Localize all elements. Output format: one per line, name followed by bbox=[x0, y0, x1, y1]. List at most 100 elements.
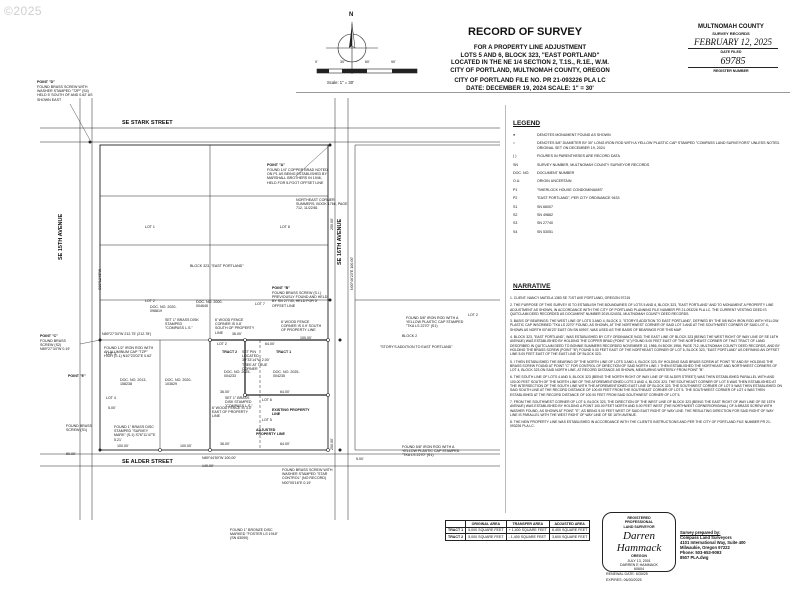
area-cell: TRACT 1 bbox=[444, 526, 467, 534]
legend-title: LEGEND bbox=[513, 120, 541, 127]
block-2-label: BLOCK 2 bbox=[402, 334, 418, 338]
dim-label: 250.00' bbox=[330, 218, 334, 230]
street-stark: SE STARK STREET bbox=[122, 120, 173, 126]
found-brass-south-note: FOUND BRASS SCREW (S1) bbox=[66, 424, 92, 433]
dim-label: 140.00' bbox=[202, 464, 214, 468]
found-screw-note: FOUND 1" BRASS DISC STAMPED "SURVEY MARK… bbox=[114, 425, 156, 442]
point-e-label: POINT "E" bbox=[68, 374, 86, 378]
doc-no: DOC. NO. 2020-103629 bbox=[165, 378, 192, 387]
area-cell: 5,000 SQUARE FEET bbox=[465, 533, 507, 541]
watermark: ©2025 bbox=[4, 4, 43, 18]
street-15th: SE 15TH AVENUE bbox=[58, 213, 64, 260]
dim-label: 5.00' bbox=[356, 457, 364, 461]
dim-label: 36.00' bbox=[220, 442, 230, 446]
legend-item: ●DENOTES MONUMENT FOUND AS SHOWN bbox=[513, 133, 611, 137]
dim-label: 5.00' bbox=[108, 406, 116, 410]
point-a-label: POINT "A" bbox=[267, 163, 285, 167]
lot-4-label: LOT 4 bbox=[106, 396, 116, 400]
point-c-note: FOUND BRASS SCREW (S2) N89°27'34"W 0.19' bbox=[40, 339, 71, 352]
narrative-item: 7. FROM THE SOUTHWEST CORNER OF LOT 6, B… bbox=[510, 399, 776, 417]
north-label: N bbox=[349, 12, 354, 18]
found-rod-south-note: FOUND 5/8" IRON ROD WITH A YELLOW PLASTI… bbox=[402, 445, 460, 458]
doc-no: DOC. NO. 2025-004235 bbox=[273, 370, 300, 379]
area-cell: 3,600 SQUARE FEET bbox=[548, 533, 591, 541]
scale-tick-30: 30' bbox=[340, 60, 345, 64]
point-b-label: POINT "B" bbox=[272, 286, 290, 290]
area-header: TRANSFER AREA bbox=[505, 520, 551, 528]
file-line: CITY OF PORTLAND FILE NO. PR 21-093226 P… bbox=[454, 77, 606, 85]
fence-note: 6' WOOD FENCE CORNER IS 0.8' SOUTH OF PR… bbox=[215, 318, 255, 335]
dim-label: N89°44'50"W 100.00' bbox=[202, 456, 237, 460]
found-screw-south-note: FOUND BRASS SCREW WITH WASHER STAMPED "S… bbox=[282, 468, 333, 485]
stamp-name: DARREN E HAMMACK bbox=[620, 563, 658, 568]
legend-item: P1"SHERLOCK HOUSE CONDOMINIUMS" bbox=[513, 187, 604, 192]
scale-tick-60: 60' bbox=[365, 60, 370, 64]
dim-label: S00°12'45"W bbox=[98, 268, 102, 290]
stamp-line: LAND SURVEYOR bbox=[623, 524, 655, 529]
north-arrow: N bbox=[322, 12, 382, 78]
found-iron-note: FOUND 1/2" IRON ROD WITH AN ALUMINUM CAP… bbox=[104, 346, 154, 359]
narrative-item: 5. I THEN ESTABLISHED THE BEARING OF THE… bbox=[510, 359, 778, 373]
scale-tick-0: 0' bbox=[315, 60, 318, 64]
date-filed-label: DATE FILED bbox=[720, 50, 742, 54]
narrative-title: NARRATIVE bbox=[513, 283, 551, 290]
adjusted-line-label: ADJUSTED PROPERTY LINE bbox=[256, 428, 285, 437]
ne-corner-note: NORTHEAST CORNER SUMMERS, BOOK 1766, PAG… bbox=[296, 198, 348, 211]
table-row: TRACT 2 5,000 SQUARE FEET - 1,400 SQUARE… bbox=[444, 533, 591, 541]
lot-2-east-b: LOT 2 bbox=[468, 313, 478, 317]
legend-item: ○DENOTES 5/8" DIAMETER BY 30" LONG IRON … bbox=[513, 141, 781, 150]
county-name: MULTNOMAH COUNTY bbox=[698, 24, 764, 30]
narrative-item: 3. BASIS OF BEARINGS: THE WEST LINE OF L… bbox=[510, 319, 779, 332]
lot-5-label: LOT 5 bbox=[262, 418, 272, 422]
lot-2-label: LOT 2 bbox=[145, 299, 155, 303]
stamp-number: 60604 bbox=[634, 567, 644, 572]
prepared-city: Milwaukie, Oregon 97222 bbox=[680, 545, 730, 550]
register-label: REGISTER NUMBER bbox=[713, 69, 749, 73]
scale-tick-90: 90' bbox=[391, 60, 396, 64]
subtitle-line: LOCATED IN THE NE 1/4 SECTION 2, T.1S., … bbox=[450, 59, 609, 67]
point-a-note: FOUND 1/4" COPPER BRAD NOTED ON P1 AS BE… bbox=[267, 168, 328, 185]
narrative-item: 4. BLOCK 323, "EAST PORTLAND", WAS ESTAB… bbox=[510, 335, 780, 357]
point-d-note: FOUND BRASS SCREW WITH WASHER STAMPED "T… bbox=[37, 85, 93, 102]
existing-line-label: EXISTING PROPERTY LINE bbox=[272, 408, 310, 417]
bearing-label: N89°27'34"W 212.75' (212.78') bbox=[102, 332, 152, 336]
lot-2-east: LOT 2 bbox=[217, 342, 227, 346]
dim-label: 64.00' bbox=[265, 342, 275, 346]
fence-note-2: 6' WOOD FENCE CORNER IS 0.9' SOUTH OF PR… bbox=[281, 320, 322, 333]
fence-note-3: 6' WOOD FENCE IS 3.0' EAST OF PROPERTY L… bbox=[212, 406, 252, 419]
prepared-heading: Survey prepared by: bbox=[680, 530, 721, 535]
dim-label: 36.00' bbox=[220, 390, 230, 394]
narrative: 1. CLIENT: NANCY MATELA 1383 SE 71ST AVE… bbox=[510, 296, 782, 432]
prepared-company: Compass Land Surveyors bbox=[680, 535, 732, 540]
street-alder: SE ALDER STREET bbox=[122, 459, 173, 465]
expires-date: EXPIRES: 06/30/2025 bbox=[606, 578, 642, 582]
stamp-line: PROFESSIONAL bbox=[624, 520, 654, 525]
found-brad-note: FOUND 1" BRONZE DISC MARKED "FOSTER LS 1… bbox=[230, 528, 278, 541]
street-16th: SE 16TH AVENUE bbox=[337, 218, 343, 265]
scale-label: Scale: 1" = 30' bbox=[327, 80, 354, 85]
doc-no: DOC. NO. 2013-158238 bbox=[120, 378, 147, 387]
date-line: DATE: DECEMBER 19, 2024 SCALE: 1" = 30' bbox=[466, 84, 594, 92]
legend-item: O.U.ORIGIN UNCERTAIN bbox=[513, 179, 572, 184]
survey-subtitle: FOR A PROPERTY LINE ADJUSTMENT LOTS 5 AN… bbox=[400, 44, 660, 93]
narrative-item: 6. THE SOUTH LINE OF LOTS 4 AND 5, BLOCK… bbox=[510, 375, 782, 397]
doc-no: DOC. NO. 2025-004233 bbox=[224, 370, 251, 379]
scale-bar: 0' 30' 60' 90' Scale: 1" = 30' bbox=[315, 60, 425, 90]
doc-no: DOC. NO. 2020-098819 bbox=[150, 305, 177, 314]
point-d-label: POINT "D" bbox=[37, 80, 55, 84]
area-cell: + 1,400 SQUARE FEET bbox=[505, 526, 551, 534]
prepared-address: 4101 International Way, Suite 400 bbox=[680, 540, 746, 545]
area-table: ORIGINAL AREA TRANSFER AREA ADJUSTED ARE… bbox=[444, 520, 591, 541]
found-rod-east-note: FOUND 5/8" IRON ROD WITH A YELLOW PLASTI… bbox=[406, 316, 464, 329]
storys-label: "STORY'S ADDITION TO EAST PORTLAND" bbox=[380, 345, 453, 349]
stamp-date: JULY 13, 2001 bbox=[627, 558, 651, 563]
dim-label: 100.00' bbox=[180, 444, 192, 448]
point-b-note: FOUND BRASS SCREW (S.I.) PREVIOUSLY FOUN… bbox=[272, 291, 328, 308]
lot-1-label: LOT 1 bbox=[145, 225, 155, 229]
dim-label: 36.00' bbox=[232, 332, 242, 336]
dim-label: N00°46'23"E 100.00' bbox=[350, 256, 354, 290]
renewal-date: RENEWAL DATE: 6/30/25 bbox=[606, 572, 648, 576]
